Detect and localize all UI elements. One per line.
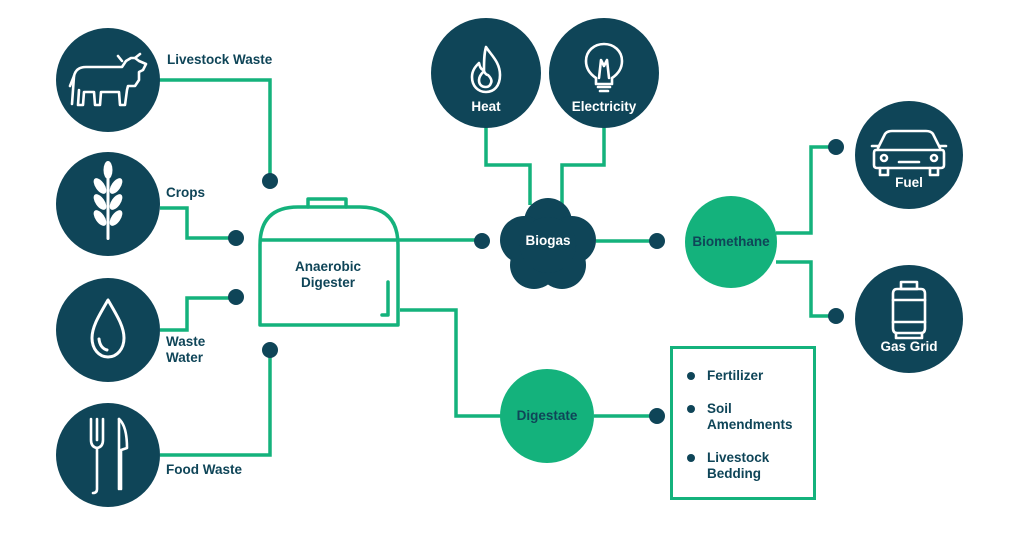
digestate-uses-box: Fertilizer Soil Amendments Livestock Bed… bbox=[670, 346, 816, 500]
gas-grid-circle bbox=[855, 265, 963, 373]
waste-water-label: Waste Water bbox=[166, 334, 206, 365]
gas-cylinder-icon bbox=[891, 280, 927, 340]
connector-wastewater bbox=[160, 296, 236, 332]
digestate-circle bbox=[500, 369, 594, 463]
connector-gasgrid bbox=[776, 260, 835, 318]
livestock-waste-label: Livestock Waste bbox=[167, 52, 273, 67]
connector-crops bbox=[160, 206, 236, 240]
fork-knife-icon bbox=[89, 417, 129, 495]
junction-dots bbox=[228, 139, 844, 424]
digester-tank bbox=[258, 197, 400, 327]
fertilizer-text: Fertilizer bbox=[707, 368, 764, 383]
junction-dot bbox=[228, 289, 244, 305]
fuel-circle bbox=[855, 101, 963, 209]
livestock-bedding-text: Livestock Bedding bbox=[707, 450, 770, 481]
connector-foodwaste bbox=[160, 350, 272, 457]
connector-heat bbox=[484, 115, 532, 205]
bullet-dot bbox=[687, 454, 695, 462]
food-waste-circle bbox=[56, 403, 160, 507]
digestate-use-item: Fertilizer bbox=[687, 368, 763, 384]
connector-lines bbox=[150, 78, 835, 457]
digestate-label: Digestate bbox=[516, 408, 578, 423]
connector-electricity bbox=[560, 115, 606, 205]
bullet-dot bbox=[687, 405, 695, 413]
cow-icon bbox=[68, 52, 148, 107]
food-waste-label: Food Waste bbox=[166, 462, 242, 477]
biogas-cloud bbox=[500, 198, 596, 289]
car-icon bbox=[870, 129, 948, 177]
wheat-icon bbox=[93, 161, 123, 240]
flame-icon bbox=[470, 45, 502, 94]
connector-fuel bbox=[776, 145, 835, 235]
digestate-use-item: Soil Amendments bbox=[687, 401, 793, 433]
junction-dot bbox=[474, 233, 490, 249]
bullet-dot bbox=[687, 372, 695, 380]
connector-digester-digestate bbox=[400, 308, 505, 418]
connector-livestock bbox=[150, 78, 272, 180]
junction-dot bbox=[262, 173, 278, 189]
digestate-use-item: Livestock Bedding bbox=[687, 450, 769, 482]
gas-grid-label: Gas Grid bbox=[880, 339, 938, 354]
waste-water-circle bbox=[56, 278, 160, 382]
crops-label: Crops bbox=[166, 185, 206, 200]
junction-dot bbox=[828, 308, 844, 324]
heat-label: Heat bbox=[471, 99, 501, 114]
junction-dot bbox=[649, 233, 665, 249]
junction-dot bbox=[828, 139, 844, 155]
junction-dot bbox=[262, 342, 278, 358]
junction-dot bbox=[228, 230, 244, 246]
water-drop-icon bbox=[90, 298, 126, 359]
biomethane-label: Biomethane bbox=[692, 234, 770, 249]
biogas-label: Biogas bbox=[525, 233, 571, 248]
lightbulb-icon bbox=[584, 42, 624, 93]
junction-dot bbox=[649, 408, 665, 424]
electricity-circle bbox=[549, 18, 659, 128]
digester-label: Anaerobic Digester bbox=[294, 259, 362, 290]
fuel-label: Fuel bbox=[895, 175, 923, 190]
biomethane-circle bbox=[685, 196, 777, 288]
electricity-label: Electricity bbox=[571, 99, 637, 114]
soil-amendments-text: Soil Amendments bbox=[707, 401, 793, 432]
